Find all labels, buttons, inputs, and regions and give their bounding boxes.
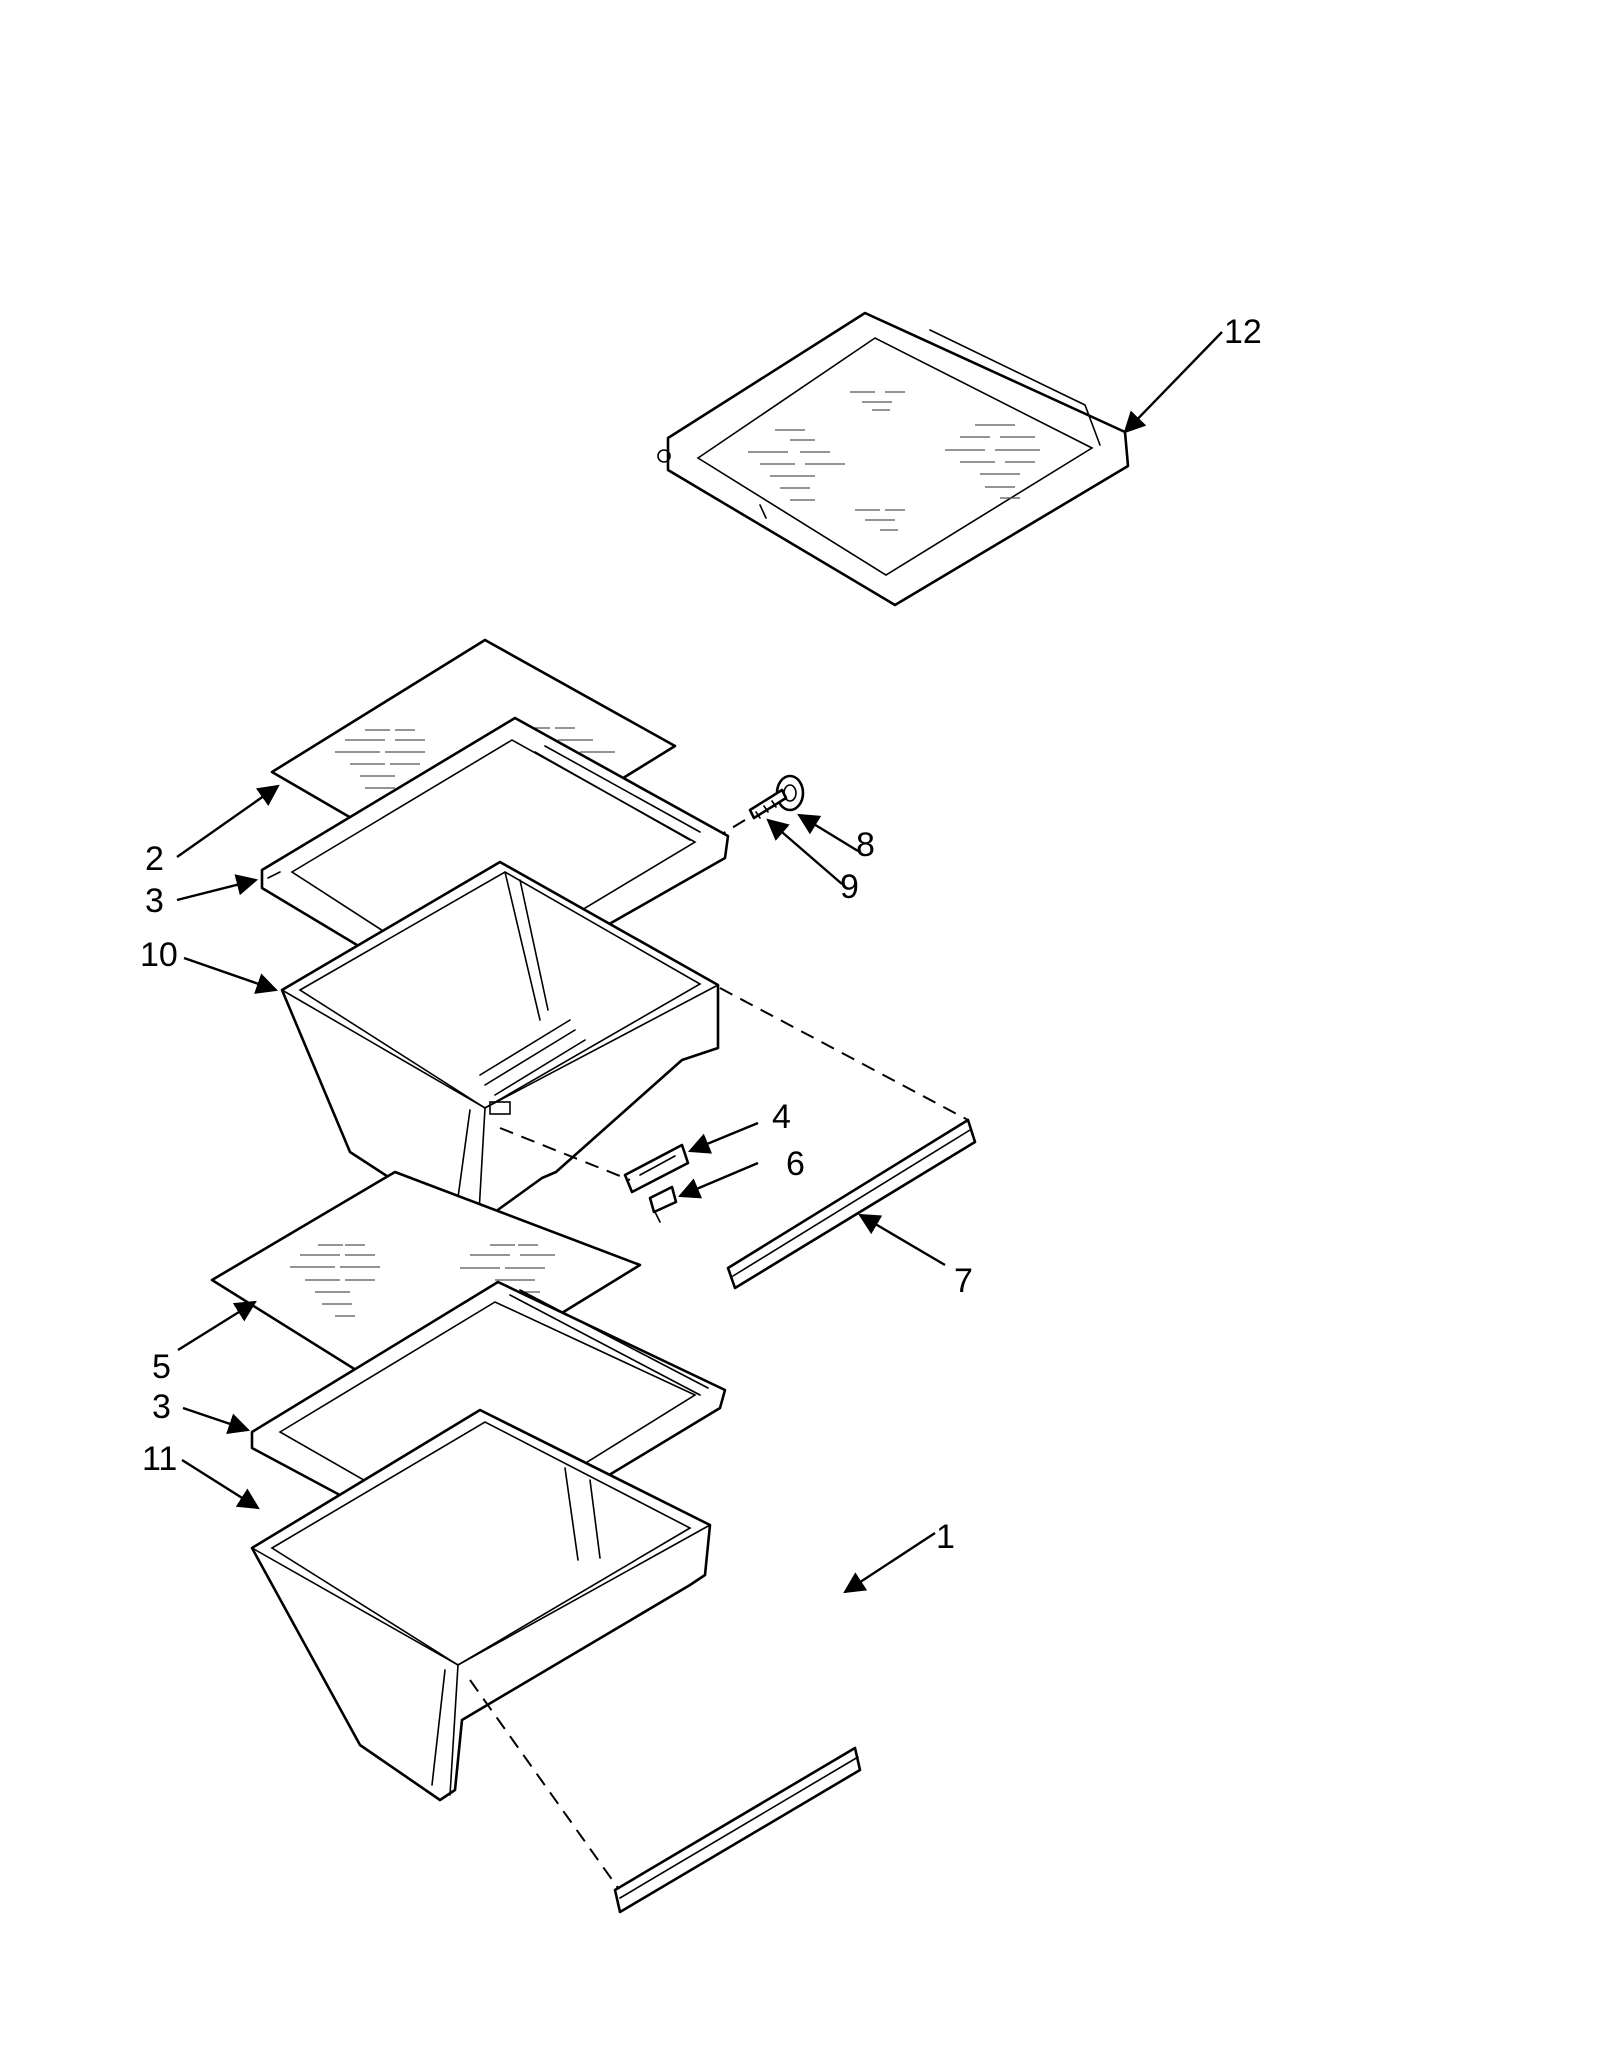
callout-12: 12 [1224,313,1262,351]
part-11-lower-crisper-drawer [250,1408,712,1802]
part-7-upper-drawer-rail [726,1118,977,1290]
callout-1: 1 [936,1518,955,1556]
part-6-clip [648,1185,678,1223]
callout-3-upper: 3 [145,882,164,920]
part-1-lower-drawer-rail [613,1746,862,1914]
part-5-crisper-glass [210,1170,642,1407]
part-4-bracket [623,1143,690,1194]
callout-4: 4 [772,1098,791,1136]
callout-3-lower: 3 [152,1388,171,1426]
part-9-screw [748,788,788,820]
assembly-lines [469,819,969,1889]
callout-2: 2 [145,840,164,878]
callout-9: 9 [840,868,859,906]
callout-10: 10 [140,936,178,974]
part-12-glass-shelf [657,311,1130,607]
callout-7: 7 [954,1262,973,1300]
callout-labels: 12 2 3 10 8 9 4 6 7 5 3 11 1 [140,313,1262,1556]
callout-11: 11 [142,1440,177,1478]
leader-lines [176,331,1223,1594]
callout-6: 6 [786,1145,805,1183]
callout-8: 8 [856,826,875,864]
callout-5: 5 [152,1348,171,1386]
